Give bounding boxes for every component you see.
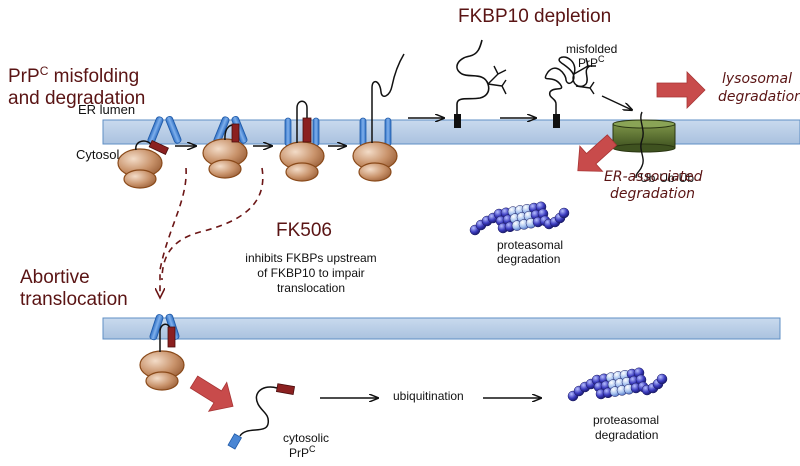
label-ub-chain: Ub-Ub-Ub [640,171,694,185]
cytosolic-prpc [227,383,296,450]
label-proteasomal-degradation-top: degradation [497,252,560,266]
label-ubiquitination: ubiquitination [393,389,464,403]
label-er-associated: ER-associated [604,169,703,185]
title-and-degradation: and degradation [8,88,145,109]
ribosome-stage3 [279,100,325,182]
nascent-chain [371,53,405,143]
label-proteasomal-degradation-bottom: degradation [595,428,658,442]
translocon-stage4 [359,117,392,147]
proteasome-top [469,201,570,236]
signal-peptide [148,139,169,155]
label-er-lumen: ER lumen [78,102,135,117]
er-membrane-bottom [102,317,781,340]
label-misfolded-prpc: PrPC [578,54,605,70]
ribosome-stage1 [117,139,169,189]
proteasome-bottom [567,367,668,402]
label-cytosolic: cytosolic [283,431,329,445]
gpi-anchored-prpc [454,39,507,128]
title-fkbp10-depletion: FKBP10 depletion [458,6,611,27]
label-erad-degradation: degradation [610,186,695,202]
title-prpc-misfolding: PrPC misfolding [8,64,139,87]
ribosome-abortive [139,323,185,391]
ribosome-stage2 [202,123,248,179]
lysosomal-big-arrow [656,71,706,109]
misfolded-prpc [544,56,596,128]
proteasome-bead [558,207,570,219]
label-proteasomal-bottom: proteasomal [593,413,659,427]
translocon-stage1 [147,116,182,144]
dashed-arrow-right [161,167,264,281]
label-fk506-line1: inhibits FKBPs upstream [245,251,376,265]
arrow-to-erad-channel [601,95,632,110]
label-cytosolic-prpc: PrPC [289,444,316,460]
proteasome-bead [656,373,668,385]
label-proteasomal-top: proteasomal [497,238,563,252]
title-translocation: translocation [20,289,128,310]
er-membrane-top [102,119,800,145]
erad-retrotranslocon [612,111,676,179]
abortive-big-arrow [189,375,234,412]
dashed-arrow-left [160,167,187,298]
label-lysosomal-degradation: degradation [718,89,800,105]
erad-big-arrow [577,134,618,172]
label-fk506: FK506 [276,220,332,241]
label-fk506-line2: of FKBP10 to impair [257,266,364,280]
ribosome-stage4 [352,53,405,182]
label-cytosol: Cytosol [76,147,119,162]
label-lysosomal: lysosomal [722,71,792,87]
label-fk506-line3: translocation [277,281,345,295]
label-misfolded: misfolded [566,42,617,56]
title-abortive: Abortive [20,267,90,288]
translocon-stage3 [284,117,320,147]
